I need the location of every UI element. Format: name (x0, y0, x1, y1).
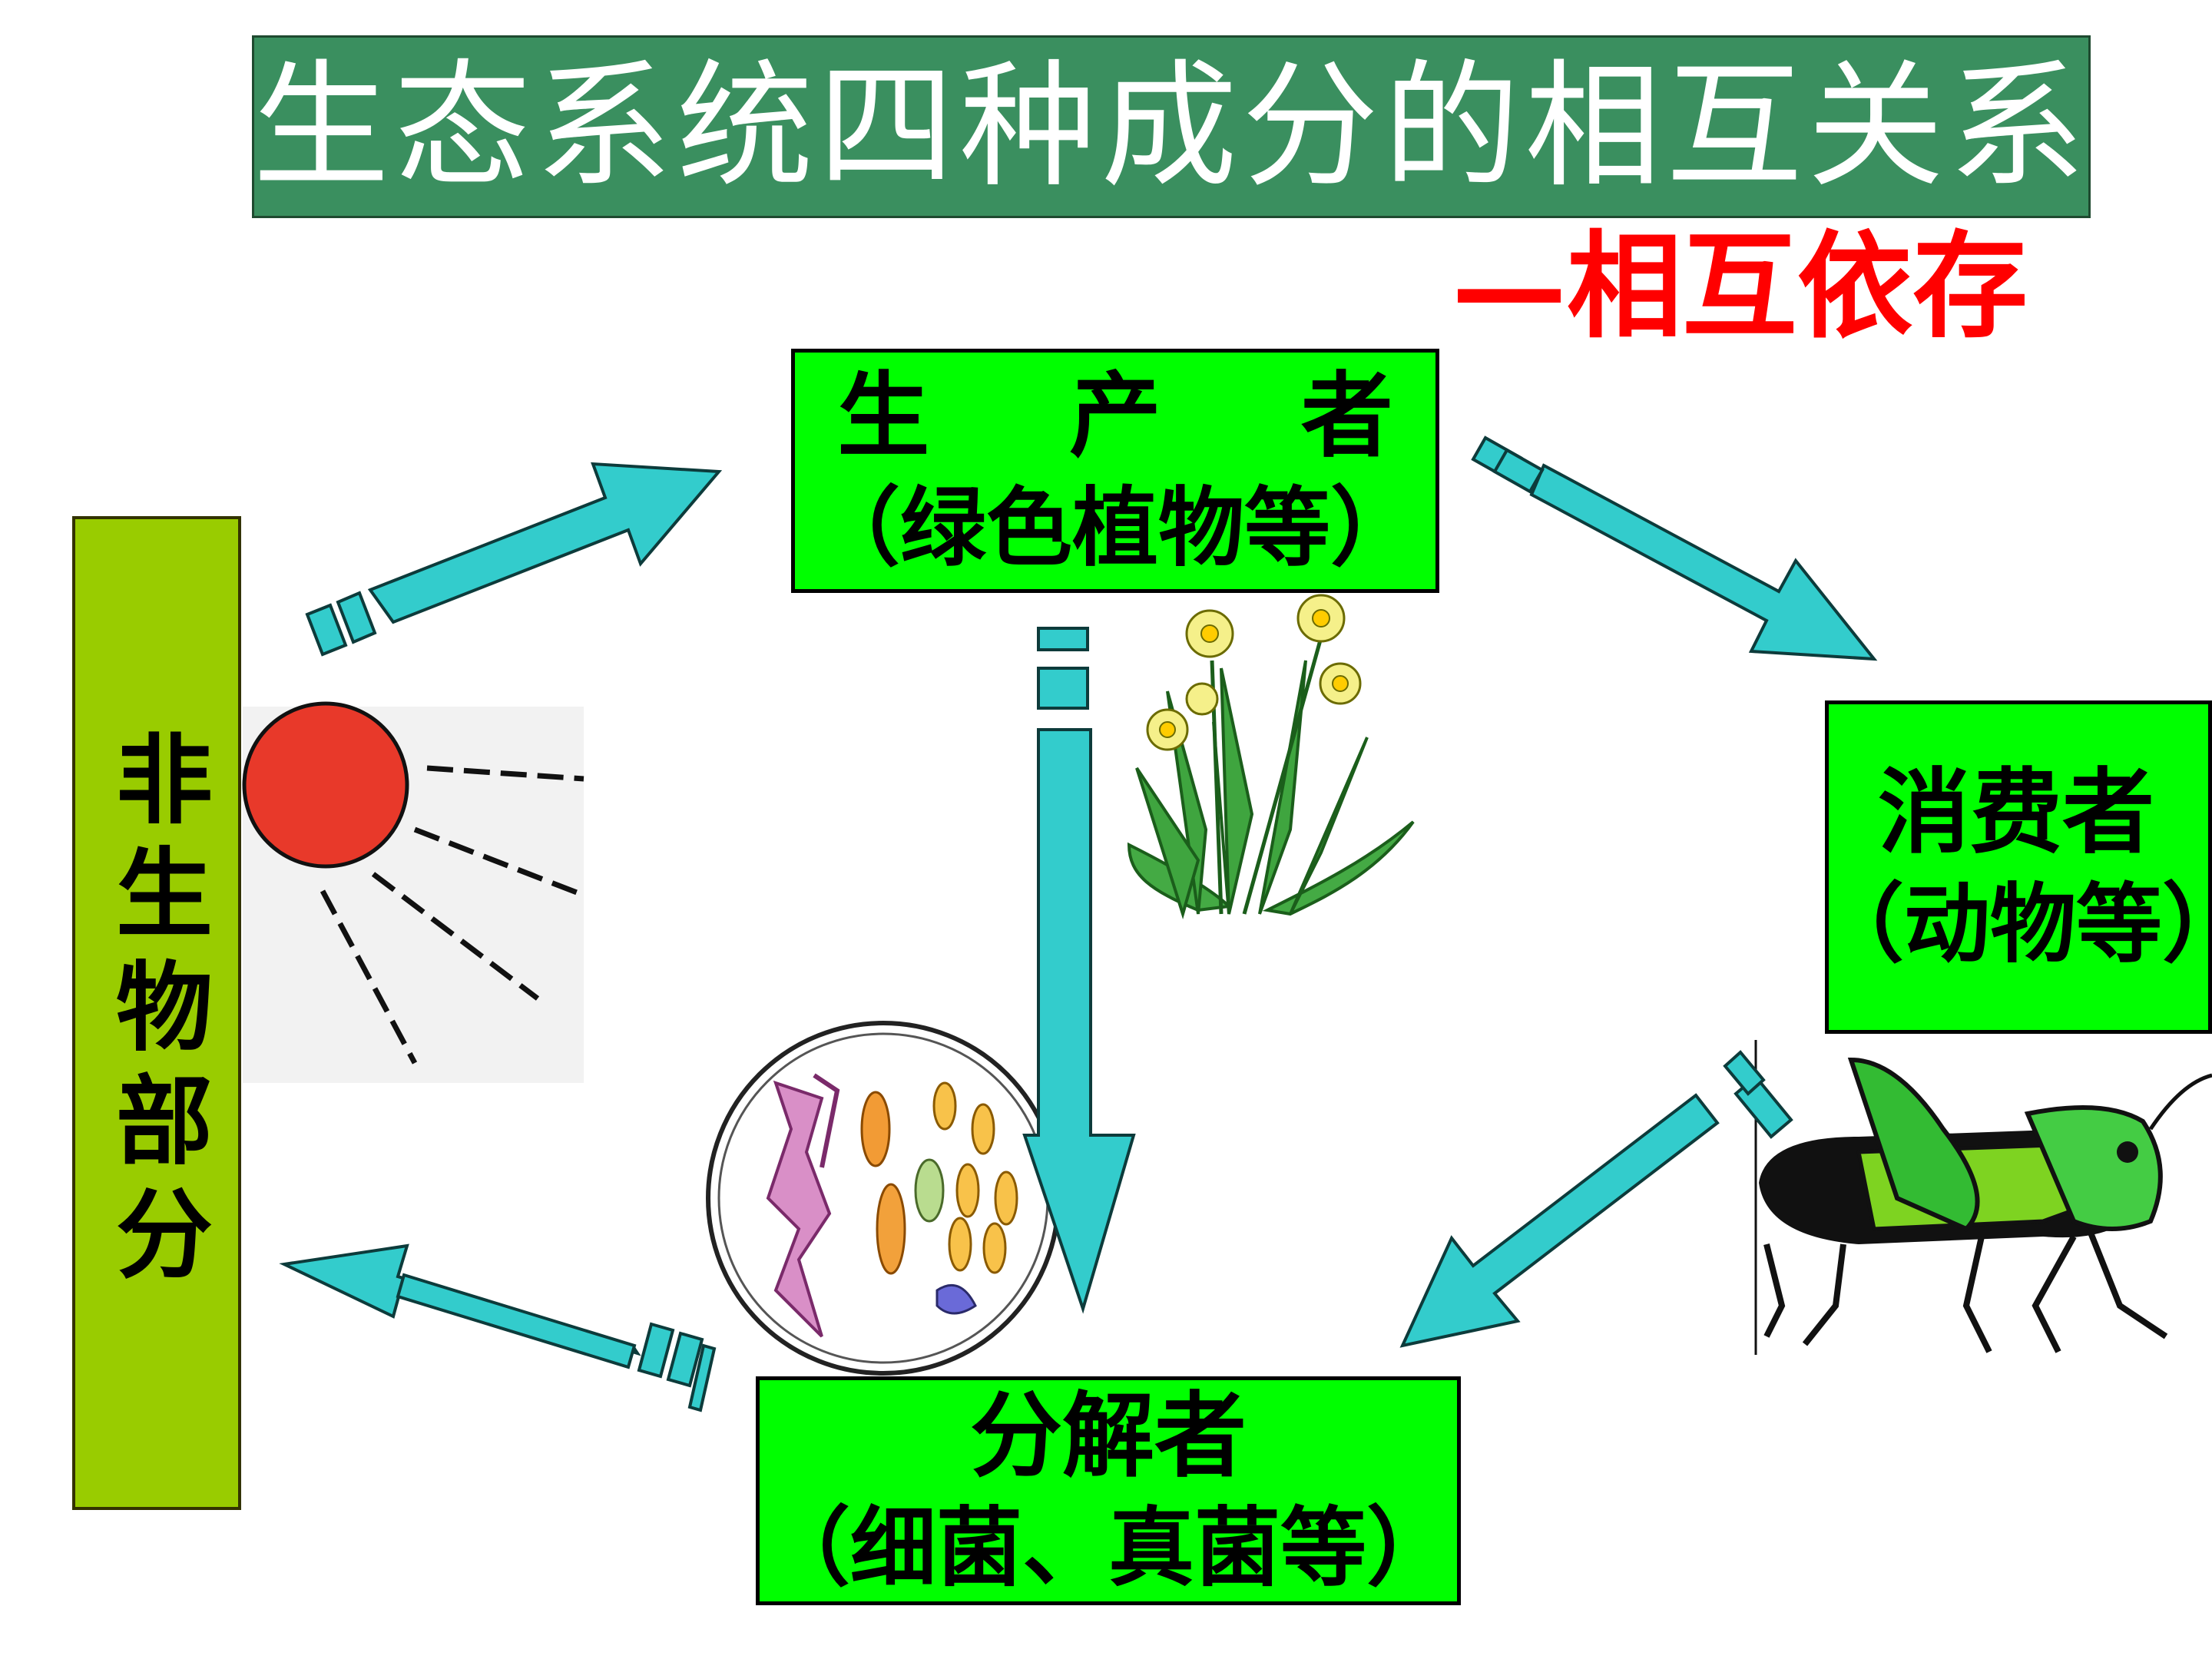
grasshopper-icon (1754, 1040, 2212, 1355)
arrow-consumer-to-decomposer (1399, 1050, 1793, 1348)
subtitle: —相互依存 (1452, 219, 2028, 354)
title-banner: 生态系统四种成分的相互关系 (252, 35, 2091, 218)
arrow-producer-to-consumer (1471, 435, 1878, 661)
consumer-label: 消费者 (1878, 758, 2154, 866)
consumer-node: 消费者 （动物等） (1818, 700, 2212, 1034)
producer-sub: （绿色植物等） (814, 478, 1416, 578)
decomposer-label: 分解者 (970, 1382, 1247, 1490)
sun-icon (242, 701, 584, 1083)
page-title: 生态系统四种成分的相互关系 (253, 47, 2090, 206)
consumer-sub: （动物等） (1818, 874, 2212, 975)
daffodil-icon (1127, 594, 1415, 919)
arrow-producer-to-decomposer (1022, 627, 1136, 1314)
decomposer-node: 分解者 （细菌、真菌等） (756, 1376, 1461, 1605)
arrow-decomposer-to-abiotic (279, 1243, 717, 1412)
producer-node: 生 产 者 （绿色植物等） (791, 349, 1439, 593)
arrow-abiotic-to-producer (305, 462, 723, 657)
abiotic-label: 非生物部分 (100, 729, 214, 1297)
decomposer-sub: （细菌、真菌等） (764, 1498, 1452, 1598)
abiotic-node: 非生物部分 (72, 516, 241, 1510)
bacteria-dish-icon (706, 1021, 1061, 1376)
producer-label: 生 产 者 (837, 362, 1447, 470)
